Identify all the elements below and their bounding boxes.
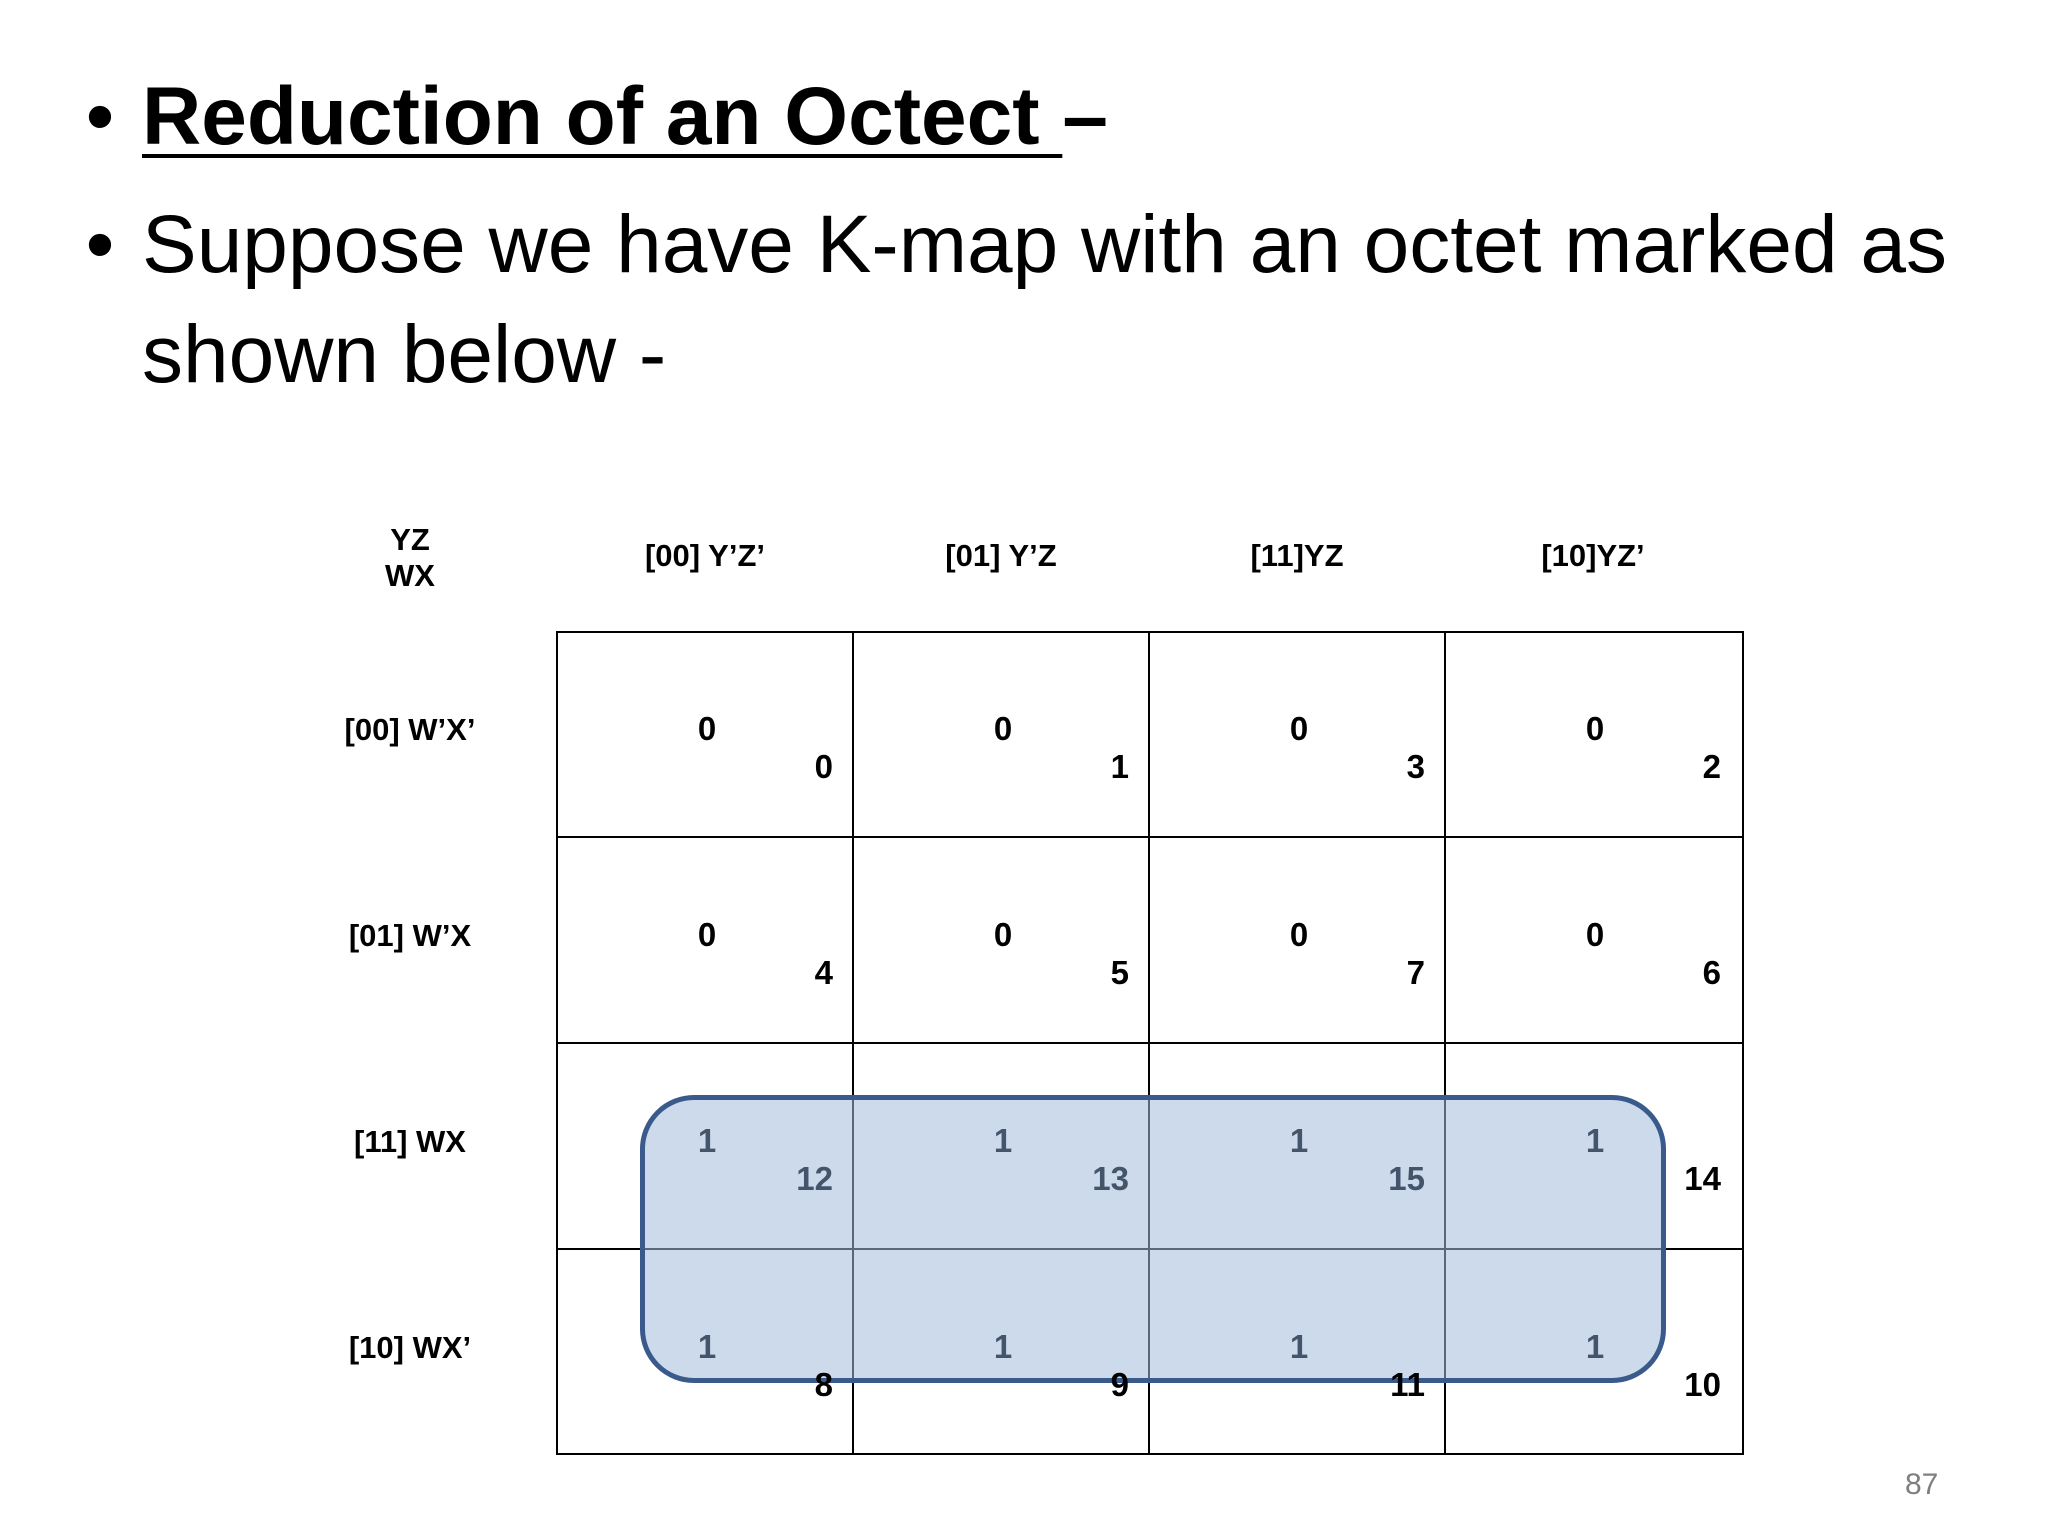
cell-index: 5: [1110, 954, 1129, 991]
cell-value: 1: [993, 1122, 1013, 1159]
body-text: Suppose we have K-map with an octet mark…: [142, 190, 2042, 410]
cell-value: 0: [697, 916, 717, 953]
heading-text: Reduction of an Octect –: [142, 62, 1108, 172]
cell-value: 0: [993, 710, 1013, 747]
bullet-icon: •: [85, 199, 115, 290]
cell-index: 3: [1406, 748, 1425, 785]
cell-index: 12: [796, 1160, 833, 1197]
kmap-corner-label: YZ WX: [330, 522, 490, 594]
cell-index: 0: [814, 748, 833, 785]
body-line-1: Suppose we have K-map with an octet mark…: [142, 199, 1947, 290]
col-header-10: [10]YZ’: [1541, 538, 1645, 573]
cell-index: 8: [814, 1366, 833, 1403]
cell-value: 0: [1289, 916, 1309, 953]
row-header-01: [01] W’X: [348, 918, 472, 953]
cell-index: 14: [1684, 1160, 1721, 1197]
grid-divider: [556, 1042, 1744, 1044]
heading-title: Reduction of an Octect: [142, 71, 1063, 162]
corner-yz-label: YZ: [390, 522, 430, 557]
corner-wx-label: WX: [385, 558, 435, 593]
kmap-cell: 1 14: [1445, 1044, 1741, 1250]
cell-index: 11: [1390, 1366, 1425, 1403]
cell-value: 1: [1585, 1328, 1605, 1365]
cell-index: 10: [1684, 1366, 1721, 1403]
cell-value: 0: [1585, 916, 1605, 953]
cell-value: 1: [1289, 1328, 1309, 1365]
cell-index: 6: [1702, 954, 1721, 991]
body-line-2: shown below -: [142, 309, 667, 400]
col-header-01: [01] Y’Z: [945, 538, 1057, 573]
cell-index: 2: [1702, 748, 1721, 785]
octet-group-highlight: [640, 1095, 1666, 1383]
row-header-11: [11] WX: [354, 1124, 466, 1159]
cell-index: 1: [1110, 748, 1129, 785]
cell-value: 1: [697, 1122, 717, 1159]
row-header-00: [00] W’X’: [344, 712, 476, 747]
cell-value: 0: [1289, 710, 1309, 747]
bullet-icon: •: [85, 71, 115, 162]
cell-value: 1: [1289, 1122, 1309, 1159]
col-header-11: [11]YZ: [1250, 538, 1344, 573]
heading-dash: –: [1062, 71, 1108, 162]
kmap-cell: 1 15: [1149, 1044, 1445, 1250]
cell-index: 4: [814, 954, 833, 991]
kmap-cell: 1 10: [1445, 1250, 1741, 1456]
row-header-10: [10] WX’: [348, 1330, 472, 1365]
cell-value: 0: [1585, 710, 1605, 747]
cell-index: 7: [1406, 954, 1425, 991]
page-number: 87: [1905, 1468, 1939, 1501]
kmap-cell: 1 13: [853, 1044, 1149, 1250]
cell-value: 0: [993, 916, 1013, 953]
cell-value: 1: [697, 1328, 717, 1365]
grid-divider: [556, 836, 1744, 838]
cell-index: 13: [1092, 1160, 1129, 1197]
cell-value: 1: [993, 1328, 1013, 1365]
kmap-cell: 1 12: [557, 1044, 853, 1250]
cell-value: 0: [697, 710, 717, 747]
cell-index: 9: [1110, 1366, 1129, 1403]
col-header-00: [00] Y’Z’: [644, 538, 766, 573]
cell-index: 15: [1388, 1160, 1425, 1197]
cell-value: 1: [1585, 1122, 1605, 1159]
